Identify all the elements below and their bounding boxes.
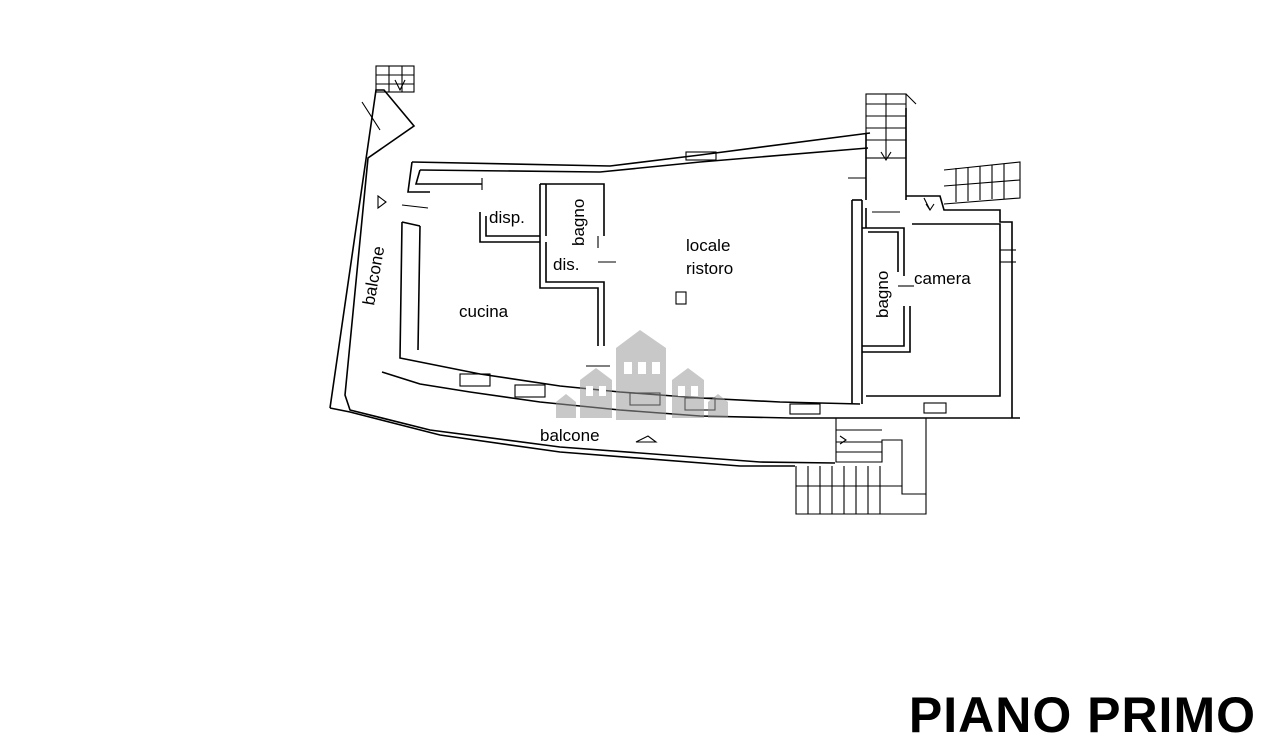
stairs-south: [795, 418, 927, 515]
watermark-logo: [556, 330, 728, 420]
balcony-arrow-south: [635, 435, 658, 443]
label-balcone-west: balcone: [359, 245, 388, 307]
label-dis: dis.: [553, 255, 579, 274]
label-disp: disp.: [489, 208, 525, 227]
label-bagno-center: bagno: [569, 199, 588, 246]
label-locale: locale: [686, 236, 730, 255]
label-cucina: cucina: [459, 302, 509, 321]
label-bagno-east: bagno: [873, 271, 892, 318]
label-ristoro: ristoro: [686, 259, 733, 278]
stairs-northwest: [375, 65, 415, 93]
label-balcone-south: balcone: [540, 426, 600, 445]
balcony-outline: [329, 89, 836, 467]
floor-title: PIANO PRIMO: [908, 687, 1256, 743]
pillar: [675, 291, 687, 305]
main-walls: [381, 132, 1020, 419]
service-partitions: [430, 178, 616, 367]
balcony-arrow-west: [377, 194, 387, 210]
label-camera: camera: [914, 269, 971, 288]
stairs-northeast: [943, 161, 1021, 205]
east-walls: [848, 93, 1016, 418]
